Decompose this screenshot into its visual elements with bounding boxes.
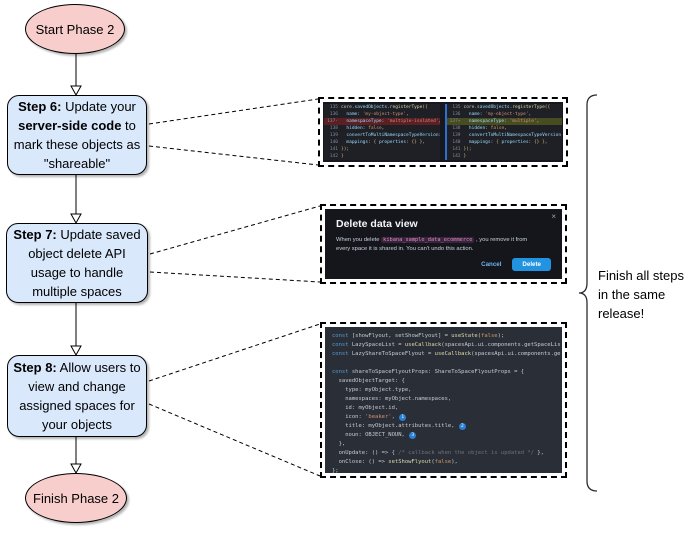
code-line: 136 name: 'my-object-type', — [324, 111, 440, 118]
code-line: 141}); — [324, 146, 440, 153]
node-finish-phase-2: Finish Phase 2 — [25, 473, 127, 523]
code-line: type: myObject.type, — [332, 387, 412, 393]
code-line — [332, 359, 555, 368]
delete-data-view-modal: × Delete data view When you delete kiban… — [325, 209, 562, 279]
node-label: Finish Phase 2 — [33, 490, 119, 506]
line-number: 135 — [329, 105, 338, 110]
code-line: 138 hidden: false, — [447, 125, 563, 132]
node-step-7: Step 7: Update saved object delete API u… — [6, 223, 148, 303]
line-number: 139 — [329, 133, 338, 138]
line-number: 142 — [329, 154, 338, 159]
node-step-8: Step 8: Allow users to view and change a… — [7, 355, 147, 437]
code-line: id: myObject.id, — [332, 405, 399, 411]
line-number: 137- — [327, 119, 338, 124]
node-step-6: Step 6: Update your server-side code to … — [7, 95, 147, 175]
dialog-body-text: When you delete — [336, 237, 382, 243]
data-view-name-code: kibana_sample_data_ecommerce — [381, 237, 475, 243]
numbered-badge-icon: 1 — [399, 414, 407, 421]
line-number: 138 — [452, 126, 461, 131]
code-line: }, — [332, 441, 346, 447]
code-line: 140 mappings: { properties: {} }, — [447, 139, 563, 146]
code-line: 140 mappings: { properties: {} }, — [324, 139, 440, 146]
code-line: 141}); — [447, 146, 563, 153]
connector-step6-bottom — [148, 145, 319, 166]
line-number: 141 — [329, 147, 338, 152]
line-number: 140 — [329, 140, 338, 145]
line-number: 135 — [452, 105, 461, 110]
close-icon[interactable]: × — [551, 212, 556, 221]
node-label: Step 8: Allow users to view and change a… — [13, 360, 141, 432]
node-start-phase-2: Start Phase 2 — [25, 4, 125, 54]
dialog-footer: Cancel Delete — [481, 258, 551, 271]
arrowhead-icon — [70, 463, 82, 475]
dialog-body-text: , you remove it from every space it is s… — [336, 237, 528, 252]
numbered-badge-icon: 2 — [458, 423, 466, 430]
code-line: }; — [332, 468, 339, 473]
code-line: 138 hidden: false, — [324, 125, 440, 132]
code-editor: const [showFlyout, setShowFlyout] = useS… — [325, 327, 562, 473]
arrowhead-icon — [70, 85, 82, 97]
code-line: onUpdate: () => { /* callback when the o… — [332, 450, 544, 456]
connector-step7-top — [149, 205, 321, 255]
line-number: 136 — [329, 112, 338, 117]
line-number: 138 — [329, 126, 338, 131]
code-line: icon: 'beaker', 1 — [332, 413, 555, 422]
arrowhead-icon — [70, 345, 82, 357]
connector-step7-bottom — [149, 271, 321, 283]
code-line: title: myObject.attributes.title, 2 — [332, 422, 555, 431]
code-line: 136 name: 'my-object-type', — [447, 111, 563, 118]
node-label: Step 7: Update saved object delete API u… — [13, 227, 141, 299]
dialog-body: When you delete kibana_sample_data_ecomm… — [336, 236, 540, 254]
delete-button[interactable]: Delete — [512, 258, 551, 271]
line-number: 142 — [452, 154, 461, 159]
node-label: Start Phase 2 — [35, 21, 115, 37]
code-line: 137+ namespaceType: 'multiple', — [446, 118, 562, 125]
line-number: 140 — [452, 140, 461, 145]
code-line: 137- namespaceType: 'multiple-isolated', — [324, 118, 440, 125]
connector-step6-top — [148, 98, 319, 125]
code-line: 142} — [447, 153, 563, 160]
line-number: 136 — [452, 112, 461, 117]
code-line: const LazyShareToSpaceFlyout = useCallba… — [332, 351, 561, 357]
brace-annotation: Finish all steps in the same release! — [598, 268, 684, 321]
code-line: const shareToSpaceFlyoutProps: ShareToSp… — [332, 369, 525, 375]
arrowhead-icon — [70, 213, 82, 225]
dialog-title: Delete data view — [336, 218, 418, 230]
connector-step8-top — [148, 323, 321, 382]
code-line: const LazySpaceList = useCallback(spaces… — [332, 342, 561, 348]
line-number: 139 — [452, 133, 461, 138]
code-line: 139 convertToMultiNamespaceTypeVersion: — [447, 132, 562, 139]
cancel-button[interactable]: Cancel — [481, 261, 502, 268]
code-line: namespaces: myObject.namespaces, — [332, 396, 452, 402]
screenshot-flyout-code: const [showFlyout, setShowFlyout] = useS… — [320, 322, 567, 478]
code-line: const [showFlyout, setShowFlyout] = useS… — [332, 333, 505, 339]
curly-brace — [578, 94, 598, 492]
line-number: 137+ — [449, 119, 461, 124]
code-line: onClose: () => setShowFlyout(false), — [332, 459, 458, 465]
code-line: 139 convertToMultiNamespaceTypeVersion: — [324, 132, 440, 139]
code-line: 142} — [324, 153, 440, 160]
numbered-badge-icon: 3 — [409, 432, 417, 439]
connector-step8-bottom — [148, 403, 321, 477]
code-line: noun: OBJECT_NOUN, 3 — [332, 431, 555, 440]
node-label: Step 6: Update your server-side code to … — [13, 99, 141, 171]
callout-connectors — [148, 98, 321, 477]
screenshot-delete-dialog: × Delete data view When you delete kiban… — [320, 204, 567, 284]
line-number: 141 — [452, 147, 461, 152]
code-line: savedObjectTarget: { — [332, 378, 405, 384]
